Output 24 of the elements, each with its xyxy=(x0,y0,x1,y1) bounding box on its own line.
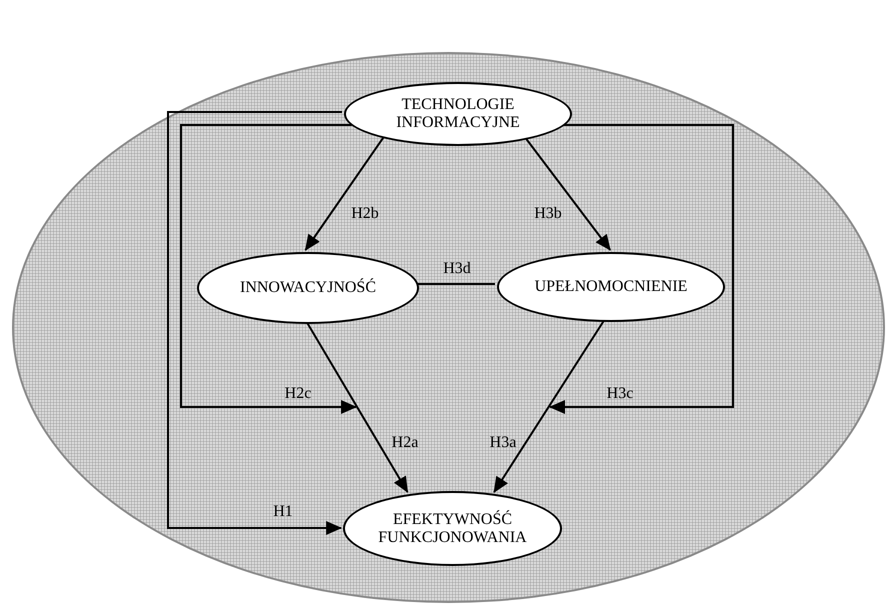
edge-label: H3d xyxy=(443,260,471,278)
edge-label: H3c xyxy=(606,385,634,403)
ellipse-node xyxy=(197,252,419,324)
ellipse-node xyxy=(497,252,725,322)
arrow xyxy=(493,319,606,493)
edge-label: H2a xyxy=(392,434,418,452)
arrow xyxy=(304,136,385,251)
node-label: EFEKTYWNOŚĆ FUNKCJONOWANIA xyxy=(377,510,528,546)
ellipse-node xyxy=(343,491,562,566)
edge-label: H3b xyxy=(534,205,562,223)
connector-line xyxy=(416,283,495,285)
arrow xyxy=(306,322,408,493)
edge-label: H1 xyxy=(273,503,293,521)
arrow xyxy=(180,124,357,414)
node-label: INNOWACYJNOŚĆ xyxy=(240,279,376,297)
edge-label: H3a xyxy=(490,434,516,452)
arrow xyxy=(167,111,342,535)
edge-label: H2b xyxy=(351,205,379,223)
node-label: TECHNOLOGIE INFORMACYJNE xyxy=(395,96,521,132)
ellipse-node xyxy=(344,82,572,146)
node-label: UPEŁNOMOCNIENIE xyxy=(534,278,688,296)
arrow xyxy=(524,136,611,251)
arrow xyxy=(549,124,734,414)
edge-label: H2c xyxy=(284,385,312,403)
